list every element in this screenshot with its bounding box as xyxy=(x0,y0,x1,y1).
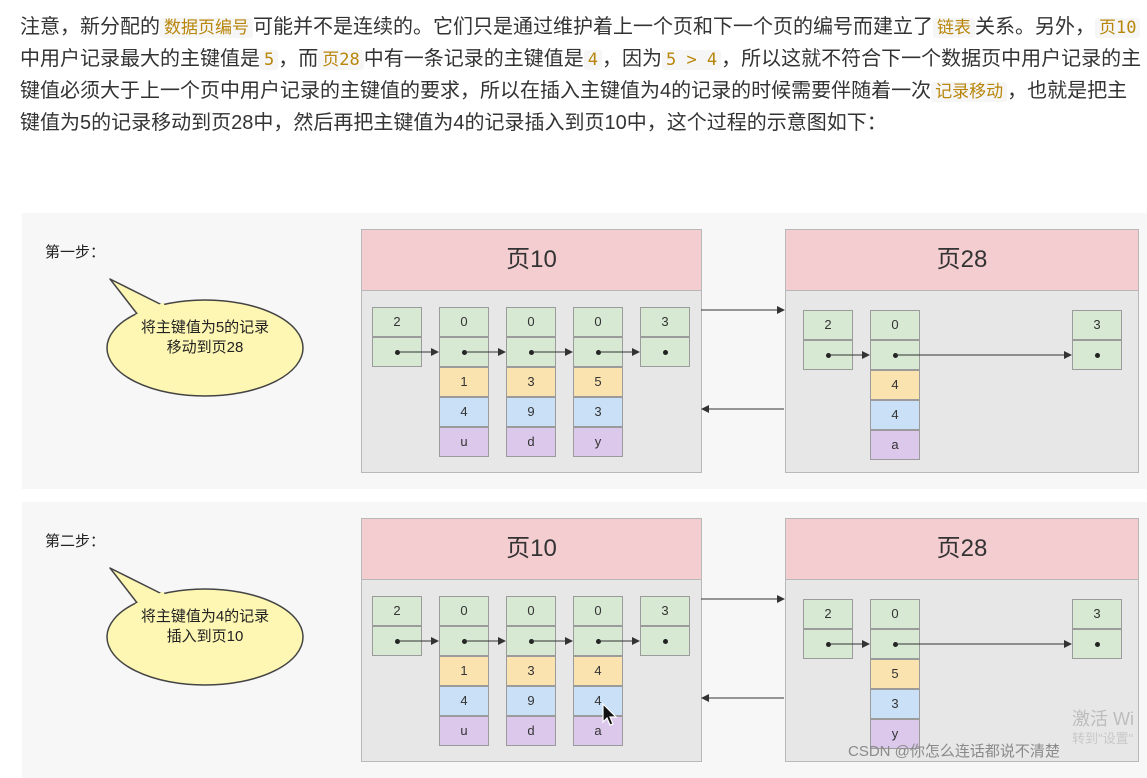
page-title: 页28 xyxy=(786,230,1138,291)
record-key-cell: 3 xyxy=(506,367,556,397)
pointer-dot xyxy=(892,353,898,359)
record-col-cell: 3 xyxy=(870,689,920,719)
record-col-cell: 3 xyxy=(573,397,623,427)
record-header-cell: 0 xyxy=(506,596,556,626)
activation-watermark: 激活 Wi xyxy=(1072,709,1134,729)
inline-code: 链表 xyxy=(933,18,975,38)
intro-paragraph: 注意，新分配的数据页编号可能并不是连续的。它们只是通过维护着上一个页和下一个页的… xyxy=(20,12,1142,139)
record-key-cell: 5 xyxy=(573,367,623,397)
pointer-dot xyxy=(1094,642,1100,648)
step-label: 第二步： xyxy=(45,533,106,550)
record-header-cell: 0 xyxy=(870,310,920,340)
page-title: 页10 xyxy=(362,230,701,291)
record-col-cell: a xyxy=(573,716,623,746)
record-header-cell: 2 xyxy=(372,596,422,626)
pointer-dot xyxy=(461,350,467,356)
record-col-cell: 9 xyxy=(506,686,556,716)
inline-code: 页10 xyxy=(1095,18,1141,38)
record-header-cell: 2 xyxy=(372,307,422,337)
pointer-cell xyxy=(640,337,690,367)
record-header-cell: 0 xyxy=(506,307,556,337)
pointer-dot xyxy=(528,639,534,645)
pointer-dot xyxy=(394,350,400,356)
supremum-cell: 3 xyxy=(640,596,690,626)
record-key-cell: 1 xyxy=(439,656,489,686)
text-segment: ，所以这就不符合下一个数据页中用户记录的主键值必须大于上一个页中用户记录的主键值… xyxy=(20,48,1142,102)
bubble-text-line2: 移动到页28 xyxy=(166,339,244,356)
record-col-cell: y xyxy=(870,719,920,749)
record-col-cell: u xyxy=(439,427,489,457)
record-header-cell: 2 xyxy=(803,310,853,340)
record-key-cell: 4 xyxy=(573,656,623,686)
record-col-cell: y xyxy=(573,427,623,457)
record-key-cell: 4 xyxy=(870,370,920,400)
inline-code: 数据页编号 xyxy=(160,18,253,38)
bubble-text-line2: 插入到页10 xyxy=(166,628,244,645)
record-col-cell: u xyxy=(439,716,489,746)
record-col-cell: 4 xyxy=(439,686,489,716)
inline-code: 5 > 4 xyxy=(661,50,722,70)
speech-bubble xyxy=(106,278,304,397)
record-header-cell: 0 xyxy=(439,307,489,337)
record-col-cell: a xyxy=(870,430,920,460)
bubble-text-line1: 将主键值为5的记录 xyxy=(140,319,270,336)
pointer-cell xyxy=(640,626,690,656)
record-header-cell: 2 xyxy=(803,599,853,629)
page-title: 页28 xyxy=(786,519,1138,580)
text-segment: 中有一条记录的主键值是 xyxy=(363,48,584,70)
inline-code: 记录移动 xyxy=(931,82,1008,102)
pointer-cell xyxy=(1072,629,1122,659)
record-col-cell: 4 xyxy=(870,400,920,430)
pointer-cell xyxy=(1072,340,1122,370)
supremum-cell: 3 xyxy=(640,307,690,337)
pointer-dot xyxy=(528,350,534,356)
pointer-dot xyxy=(662,639,668,645)
pointer-dot xyxy=(595,350,601,356)
inline-code: 4 xyxy=(583,50,602,70)
inline-code: 页28 xyxy=(318,50,364,70)
text-segment: ，也就是把主键值为5的记录移动到页28中，然后再把主键值为4的记录插入到页10中… xyxy=(20,80,1128,134)
speech-bubble xyxy=(106,567,304,686)
record-header-cell: 0 xyxy=(573,596,623,626)
pointer-dot xyxy=(825,353,831,359)
text-segment: ，因为 xyxy=(601,48,662,70)
activation-watermark-sub: 转到"设置" xyxy=(1072,731,1134,746)
text-segment: 关系。另外， xyxy=(975,16,1095,38)
pointer-dot xyxy=(394,639,400,645)
record-col-cell: 4 xyxy=(439,397,489,427)
bubble-text-line1: 将主键值为4的记录 xyxy=(140,608,270,625)
record-col-cell: d xyxy=(506,427,556,457)
supremum-cell: 3 xyxy=(1072,310,1122,340)
record-col-cell: d xyxy=(506,716,556,746)
record-key-cell: 3 xyxy=(506,656,556,686)
record-header-cell: 0 xyxy=(870,599,920,629)
pointer-dot xyxy=(662,350,668,356)
text-segment: 中用户记录最大的主键值是 xyxy=(20,48,260,70)
record-col-cell: 9 xyxy=(506,397,556,427)
record-key-cell: 5 xyxy=(870,659,920,689)
text-segment: ，而 xyxy=(278,48,319,70)
step-label: 第一步： xyxy=(45,244,106,261)
csdn-credit: CSDN @你怎么连话都说不清楚 xyxy=(848,743,1060,760)
record-key-cell: 1 xyxy=(439,367,489,397)
page-title: 页10 xyxy=(362,519,701,580)
supremum-cell: 3 xyxy=(1072,599,1122,629)
inline-code: 5 xyxy=(260,50,279,70)
pointer-dot xyxy=(595,639,601,645)
pointer-dot xyxy=(461,639,467,645)
pointer-dot xyxy=(1094,353,1100,359)
text-segment: 注意，新分配的 xyxy=(20,16,160,38)
pointer-dot xyxy=(892,642,898,648)
text-segment: 可能并不是连续的。它们只是通过维护着上一个页和下一个页的编号而建立了 xyxy=(253,16,933,38)
mouse-cursor-icon xyxy=(602,703,618,726)
record-col-cell: 4 xyxy=(573,686,623,716)
record-header-cell: 0 xyxy=(573,307,623,337)
record-header-cell: 0 xyxy=(439,596,489,626)
pointer-dot xyxy=(825,642,831,648)
